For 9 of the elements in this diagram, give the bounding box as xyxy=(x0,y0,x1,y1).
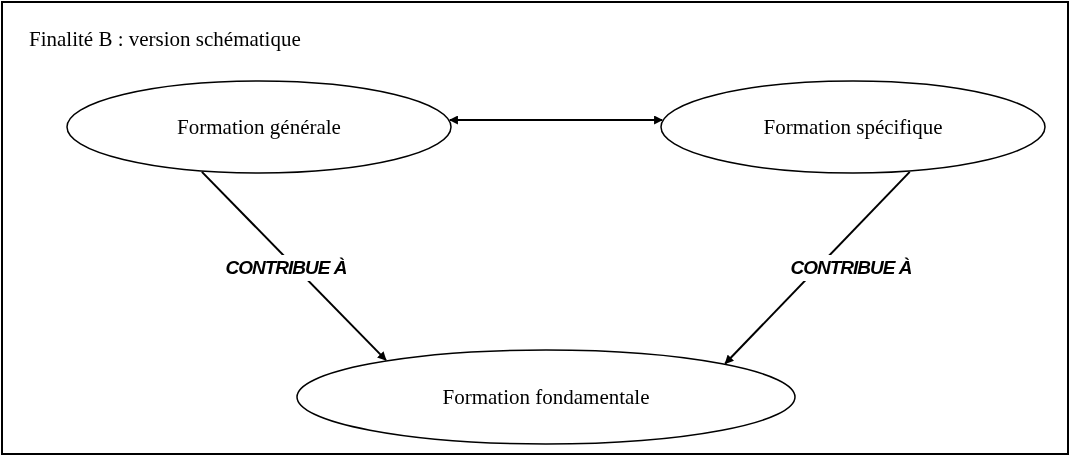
node-label: Formation fondamentale xyxy=(442,384,650,410)
node-label: Formation générale xyxy=(177,114,341,140)
diagram-title: Finalité B : version schématique xyxy=(29,27,301,52)
arrow xyxy=(200,170,387,362)
arrow xyxy=(448,115,664,125)
ellipse-node xyxy=(296,349,796,445)
ellipse-node xyxy=(66,80,452,174)
ellipse-node xyxy=(660,80,1046,174)
node-label: Formation spécifique xyxy=(763,114,943,140)
